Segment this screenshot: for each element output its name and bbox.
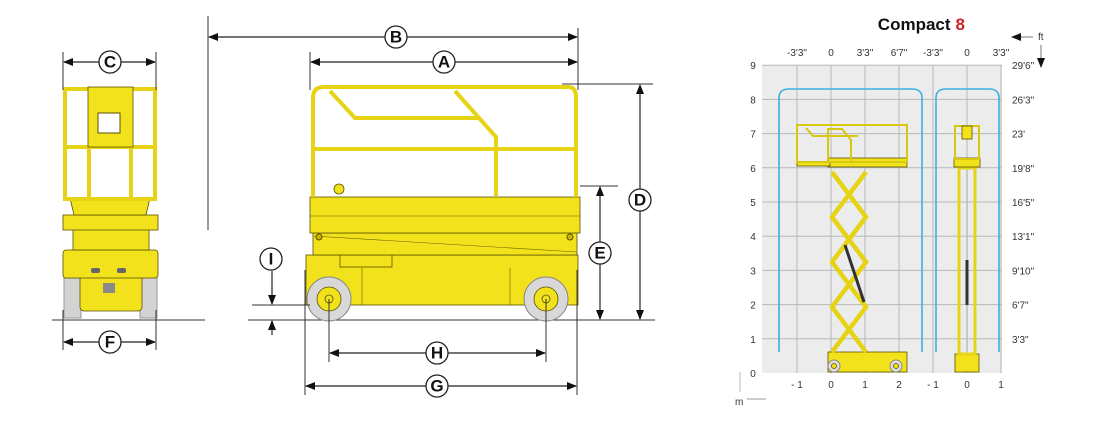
y-tick-m: 1 — [750, 335, 756, 346]
unit-ft-label: ft — [1038, 32, 1044, 43]
y-tick-ft: 13'1" — [1012, 232, 1035, 243]
x-tick-ft: 0 — [828, 48, 834, 59]
y-tick-m: 3 — [750, 266, 756, 277]
front-deck — [62, 214, 159, 231]
x-tick-ft: 3'3" — [857, 48, 874, 59]
x-tick-m: 2 — [896, 380, 902, 391]
y-tick-ft: 19'8" — [1012, 164, 1035, 175]
dimension-h-label: H — [431, 344, 443, 363]
dimension-i-label: I — [269, 250, 274, 269]
x-tick-m: 1 — [862, 380, 868, 391]
y-tick-m: 5 — [750, 198, 756, 209]
side-view: B A D E I H G — [207, 16, 655, 398]
x-tick-ft: 0 — [964, 48, 970, 59]
y-tick-ft: 16'5" — [1012, 198, 1035, 209]
x-tick-ft: 6'7" — [891, 48, 908, 59]
y-tick-ft: 6'7" — [1012, 301, 1029, 312]
x-tick-ft: 3'3" — [993, 48, 1010, 59]
y-tick-m: 0 — [750, 369, 756, 380]
y-tick-ft: 26'3" — [1012, 95, 1035, 106]
dimension-a-label: A — [438, 53, 450, 72]
y-tick-m: 9 — [750, 61, 756, 72]
x-tick-ft: -3'3" — [923, 48, 943, 59]
scissor-arms — [829, 170, 869, 354]
unit-m-label: m — [735, 397, 743, 408]
y-tick-m: 2 — [750, 301, 756, 312]
x-tick-m: - 1 — [791, 380, 803, 391]
dimension-c-label: C — [104, 53, 116, 72]
control-box — [333, 183, 345, 195]
side-battery-panel — [339, 254, 393, 268]
y-tick-ft: 9'10" — [1012, 266, 1035, 277]
x-tick-m: 0 — [964, 380, 970, 391]
x-tick-m: 0 — [828, 380, 834, 391]
front-hitch — [103, 283, 115, 293]
raised-chassis — [827, 351, 908, 373]
side-deck — [309, 196, 581, 234]
side-guardrail — [311, 85, 578, 197]
y-tick-m: 8 — [750, 95, 756, 106]
x-tick-m: 1 — [998, 380, 1004, 391]
front-chassis — [62, 249, 159, 279]
raised-lift-side — [796, 124, 908, 373]
raised-lift-front — [953, 125, 981, 373]
dimension-f-label: F — [105, 333, 115, 352]
y-tick-ft: 29'6" — [1012, 61, 1035, 72]
working-envelope-front — [935, 88, 1000, 352]
working-envelope-side — [778, 88, 923, 352]
y-tick-ft: 3'3" — [1012, 335, 1029, 346]
dimension-d-label: D — [634, 191, 646, 210]
x-tick-m: - 1 — [927, 380, 939, 391]
y-tick-m: 4 — [750, 232, 756, 243]
y-tick-m: 6 — [750, 164, 756, 175]
front-tire-left — [63, 277, 82, 319]
y-tick-m: 7 — [750, 130, 756, 141]
x-tick-ft: -3'3" — [787, 48, 807, 59]
y-tick-ft: 23' — [1012, 130, 1025, 141]
front-view: C F — [52, 50, 205, 354]
dimension-g-label: G — [430, 377, 443, 396]
front-tire-right — [139, 277, 158, 319]
dimension-e-label: E — [594, 244, 605, 263]
dimension-b-label: B — [390, 28, 402, 47]
front-scissor-stack — [72, 227, 150, 251]
chart-plot-area — [762, 65, 1002, 373]
